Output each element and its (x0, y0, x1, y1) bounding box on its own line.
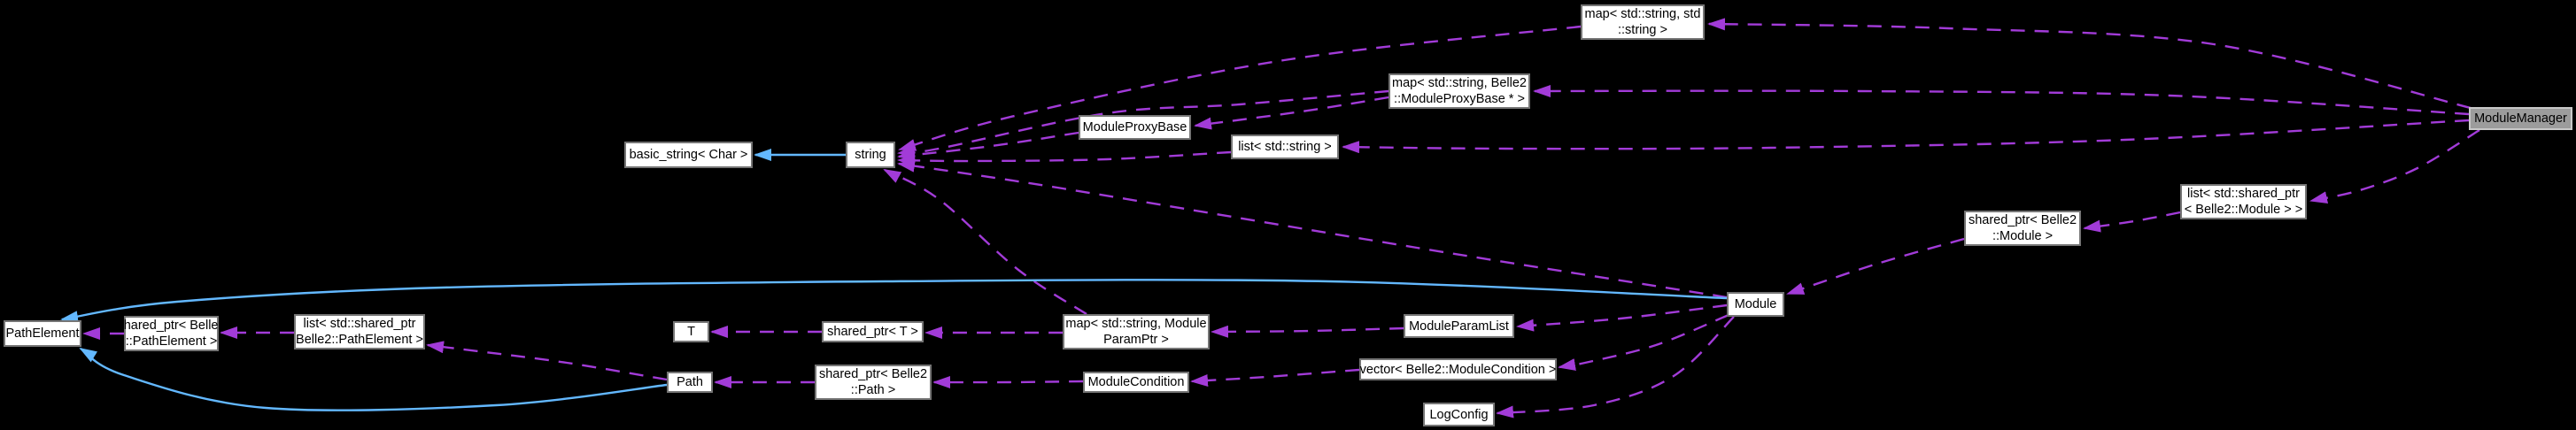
node-logconfig[interactable]: LogConfig (1423, 403, 1495, 426)
node-label: ::PathElement > (125, 334, 218, 349)
edge-list_string-to-string (897, 150, 1232, 167)
edge-map_string_string-to-string (898, 25, 1582, 151)
node-label: map< std::string, Module (1065, 317, 1207, 331)
edge-list_shared_ptr_module-to-shared_ptr_module (2083, 211, 2181, 233)
node-path[interactable]: Path (667, 372, 713, 393)
node-label: map< std::string, std (1584, 7, 1701, 21)
node-label: shared_ptr< T > (827, 325, 918, 339)
edge-map_string_proxybase-to-moduleproxybase (1194, 96, 1389, 130)
edge-shared_ptr_module-to-module (1786, 237, 1965, 296)
node-label: ModuleProxyBase (1082, 120, 1187, 134)
node-label: ::Path > (850, 383, 896, 397)
node-list_string[interactable]: list< std::string > (1231, 134, 1339, 159)
node-pathelement[interactable]: PathElement (4, 320, 81, 347)
edge-module-to-logconfig (1496, 316, 1735, 418)
node-module[interactable]: Module (1727, 292, 1784, 317)
node-list_shared_ptr_module[interactable]: list< std::shared_ptr< Belle2::Module > … (2180, 184, 2307, 219)
edge-vector_modulecondition-to-modulecondition (1190, 368, 1360, 387)
node-label: string (855, 148, 886, 162)
edge-module-to-moduleparamlist (1516, 303, 1728, 332)
node-label: Module (1734, 297, 1777, 311)
node-label: map< std::string, Belle2 (1392, 76, 1527, 90)
edge-moduleparamlist-to-map_string_moduleparamptr (1211, 325, 1404, 338)
node-shared_ptr_pathelement[interactable]: shared_ptr< Belle2::PathElement > (117, 316, 226, 351)
node-list_shared_ptr_pathelement[interactable]: list< std::shared_ptr< Belle2::PathEleme… (285, 314, 434, 349)
node-label: ::Module > (1992, 229, 2054, 243)
node-label: T (687, 325, 695, 339)
node-basic_string_char[interactable]: basic_string< Char > (624, 142, 753, 168)
node-shared_ptr_path[interactable]: shared_ptr< Belle2::Path > (815, 365, 932, 400)
edge-map_string_proxybase-to-string (897, 89, 1389, 158)
node-label: basic_string< Char > (629, 148, 748, 162)
node-label: list< std::string > (1238, 140, 1332, 154)
node-label: shared_ptr< Belle2 (1968, 213, 2077, 227)
node-shared_ptr_T[interactable]: shared_ptr< T > (822, 321, 924, 342)
edge-path-to-pathelement (79, 347, 668, 411)
node-moduleproxybase[interactable]: ModuleProxyBase (1079, 115, 1191, 140)
edge-module-to-vector_modulecondition (1558, 313, 1729, 371)
node-moduleparamlist[interactable]: ModuleParamList (1404, 314, 1514, 338)
edge-modulecondition-to-shared_ptr_path (932, 376, 1084, 389)
node-vector_modulecondition[interactable]: vector< Belle2::ModuleCondition > (1359, 358, 1557, 380)
node-label: list< std::shared_ptr (303, 317, 416, 331)
edge-module-to-pathelement (60, 279, 1728, 324)
node-label: LogConfig (1429, 407, 1489, 422)
node-label: < Belle2::PathElement > > (284, 333, 435, 347)
node-label: ModuleManager (2474, 111, 2567, 126)
node-label: ModuleCondition (1087, 375, 1185, 389)
edge-path-to-list_shared_ptr_pathelement (426, 341, 668, 381)
edge-modulemanager-to-list_string (1342, 119, 2470, 154)
node-label: < Belle2::Module > > (2184, 203, 2303, 217)
edge-modulemanager-to-map_string_string (1707, 18, 2472, 110)
node-label: vector< Belle2::ModuleCondition > (1359, 362, 1557, 377)
node-label: ParamPtr > (1103, 333, 1169, 347)
node-label: shared_ptr< Belle2 (818, 367, 928, 381)
node-label: ModuleParamList (1409, 319, 1509, 334)
node-label: ::string > (1617, 23, 1667, 37)
node-string[interactable]: string (846, 142, 895, 168)
node-modulemanager: ModuleManager (2469, 107, 2572, 130)
edge-moduleproxybase-to-string (897, 131, 1079, 161)
node-label: ::ModuleProxyBase * > (1394, 92, 1525, 106)
node-label: Path (677, 375, 703, 389)
node-label: shared_ptr< Belle2 (117, 319, 226, 333)
node-T[interactable]: T (673, 321, 709, 342)
edge-module-to-string (897, 159, 1728, 299)
edge-map_string_moduleparamptr-to-string (883, 168, 1087, 316)
edge-modulemanager-to-map_string_proxybase (1533, 84, 2470, 116)
node-label: PathElement (5, 326, 80, 341)
node-label: list< std::shared_ptr (2187, 187, 2300, 201)
node-shared_ptr_module[interactable]: shared_ptr< Belle2::Module > (1964, 211, 2081, 246)
node-modulecondition[interactable]: ModuleCondition (1083, 372, 1189, 393)
node-map_string_proxybase[interactable]: map< std::string, Belle2::ModuleProxyBas… (1389, 73, 1530, 109)
node-map_string_string[interactable]: map< std::string, std::string > (1581, 4, 1705, 40)
edge-modulemanager-to-list_shared_ptr_module (2309, 128, 2480, 204)
